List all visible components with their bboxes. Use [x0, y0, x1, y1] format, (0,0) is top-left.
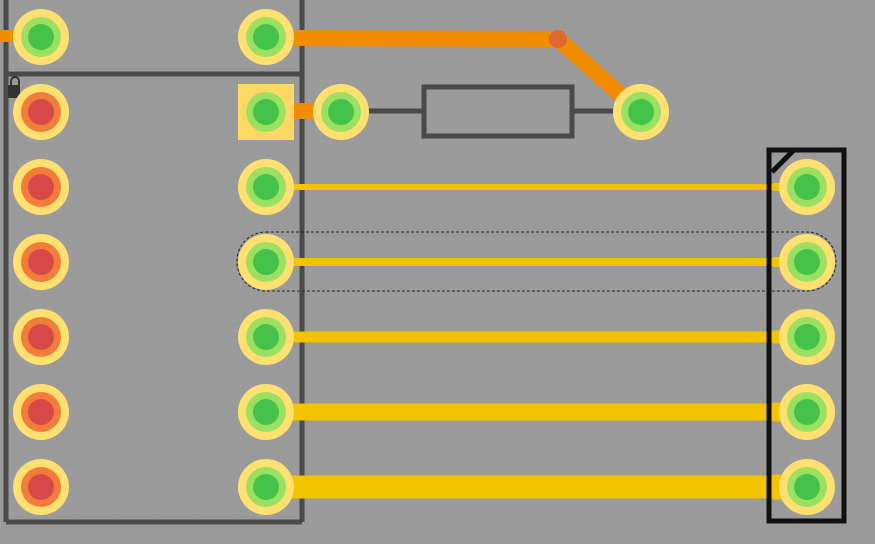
ic-right-pad-3[interactable]	[238, 234, 294, 290]
padlock-icon[interactable]	[8, 76, 20, 98]
ic-top-right-pad[interactable]	[238, 9, 294, 65]
resistor-pad-1[interactable]	[313, 84, 369, 140]
connector-pad-5[interactable]	[779, 459, 835, 515]
pads-layer	[13, 9, 835, 515]
ic-right-pad-2[interactable]	[238, 159, 294, 215]
ic-left-pad-1[interactable]	[13, 84, 69, 140]
connector-pad-2[interactable]	[779, 234, 835, 290]
resistor-pad-2[interactable]	[613, 84, 669, 140]
connector-pad-4[interactable]	[779, 384, 835, 440]
ic-left-pad-5[interactable]	[13, 384, 69, 440]
ic-left-pad-3[interactable]	[13, 234, 69, 290]
ic-left-pad-6[interactable]	[13, 459, 69, 515]
connector-pad-1[interactable]	[779, 159, 835, 215]
ic-right-pad-1[interactable]	[238, 84, 294, 140]
selection-outline	[236, 231, 837, 292]
ic-left-pad-2[interactable]	[13, 159, 69, 215]
ic-right-pad-6[interactable]	[238, 459, 294, 515]
ic-left-pad-4[interactable]	[13, 309, 69, 365]
ic-top-left-pad[interactable]	[13, 9, 69, 65]
ic-right-pad-4[interactable]	[238, 309, 294, 365]
connector-pad-3[interactable]	[779, 309, 835, 365]
ic-right-pad-5[interactable]	[238, 384, 294, 440]
via[interactable]	[549, 30, 567, 48]
yellow-net-traces[interactable]	[288, 183, 787, 500]
header-connector-outline	[766, 147, 847, 524]
resistor-silkscreen	[368, 84, 615, 139]
